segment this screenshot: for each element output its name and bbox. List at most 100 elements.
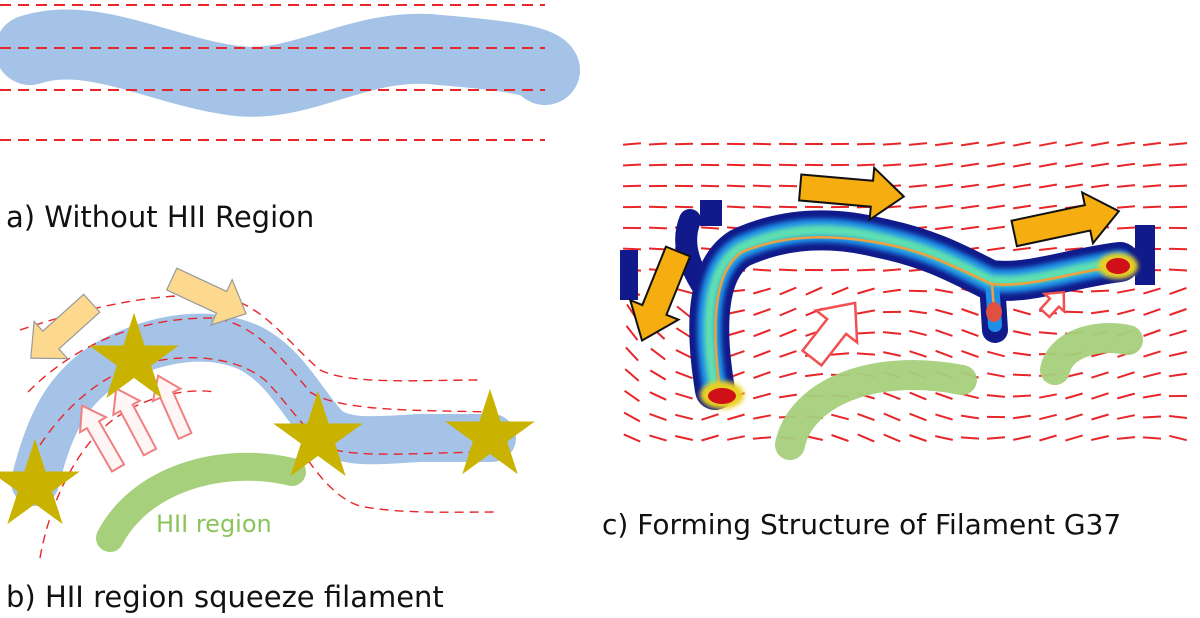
polarization-vector	[727, 329, 745, 337]
polarization-vector	[1142, 184, 1162, 188]
polarization-vector	[1143, 329, 1161, 337]
polarization-vector	[987, 372, 1005, 378]
polarization-vector	[622, 184, 642, 188]
polarization-vector	[934, 288, 954, 294]
polarization-vector	[1142, 205, 1162, 209]
polarization-vector	[1116, 205, 1136, 209]
polarization-vector	[727, 413, 745, 421]
polarization-vector	[986, 225, 1006, 231]
polarization-vector	[935, 308, 953, 316]
polarization-vector	[1038, 204, 1058, 210]
polarization-vector	[1012, 330, 1032, 336]
polarization-vector	[1168, 247, 1188, 251]
polarization-vector	[622, 142, 642, 146]
filament-band	[0, 9, 580, 117]
polarization-vector	[1142, 141, 1162, 147]
flow-arrow-icon	[165, 267, 247, 326]
field-line	[299, 447, 496, 513]
intensity-patch	[1135, 225, 1155, 285]
polarization-vector	[909, 412, 927, 422]
polarization-vector	[650, 347, 666, 361]
polarization-vector	[1038, 183, 1058, 189]
polarization-vector	[1065, 434, 1083, 442]
pressure-arrows	[78, 374, 193, 473]
polarization-vector	[856, 163, 876, 167]
polarization-vector	[779, 328, 797, 338]
panel-c-caption: c) Forming Structure of Filament G37	[602, 508, 1122, 541]
polarization-vector	[1012, 246, 1032, 252]
pressure-arrow-icon	[1038, 290, 1066, 319]
polarization-vector	[1168, 351, 1188, 357]
polarization-vector	[908, 309, 928, 315]
polarization-vector	[1168, 372, 1188, 378]
polarization-vector	[1116, 226, 1136, 230]
polarization-vector	[675, 413, 693, 421]
polarization-vector	[1143, 308, 1161, 316]
polarization-vector	[700, 184, 720, 188]
polarization-vector	[831, 413, 849, 421]
polarization-vector	[1090, 435, 1110, 441]
polarization-vector	[1168, 268, 1188, 272]
star-icon	[0, 438, 80, 525]
polarization-vector	[882, 288, 902, 294]
polarization-vector	[700, 226, 720, 230]
polarization-vector	[804, 372, 824, 378]
magnetic-field-lines	[0, 4, 545, 141]
star-icon	[445, 388, 535, 475]
polarization-vector	[1091, 392, 1109, 400]
polarization-vector	[675, 392, 693, 400]
field-line	[39, 357, 496, 455]
polarization-vector	[1142, 436, 1162, 440]
polarization-vector	[1091, 371, 1109, 379]
polarization-vector	[675, 287, 693, 295]
hii-region-label: HII region	[156, 510, 272, 538]
polarization-vector	[778, 205, 798, 209]
polarization-vector	[701, 434, 719, 442]
polarization-vector	[934, 141, 954, 147]
polarization-vector	[934, 162, 954, 168]
panel-b-caption: b) HII region squeeze filament	[6, 580, 444, 614]
polarization-vector	[856, 268, 876, 272]
polarization-vector	[753, 392, 771, 400]
polarization-vector	[883, 433, 901, 443]
polarization-vector	[1012, 351, 1032, 357]
polarization-vector	[623, 411, 641, 423]
star-icon	[89, 312, 179, 399]
polarization-vector	[753, 414, 771, 420]
polarization-vector	[674, 435, 694, 441]
polarization-vector	[857, 287, 875, 295]
intensity-inner	[703, 224, 1126, 396]
clump-east-core	[1106, 258, 1130, 274]
polarization-vector	[752, 184, 772, 188]
polarization-vector	[622, 247, 642, 251]
polarization-vector	[752, 268, 772, 272]
polarization-vector	[1142, 393, 1162, 399]
panel-a-caption: a) Without HII Region	[6, 200, 315, 234]
polarization-vector	[1013, 308, 1031, 316]
hii-region	[1040, 323, 1143, 385]
polarization-vector	[649, 434, 667, 442]
polarization-vector	[726, 309, 746, 315]
polarization-vector	[909, 391, 927, 401]
polarization-vector	[986, 246, 1006, 252]
polarization-vector	[649, 369, 667, 381]
polarization-vector	[960, 162, 980, 168]
polarization-vector	[1169, 308, 1187, 316]
pressure-arrow-icon	[800, 301, 859, 368]
field-line	[27, 317, 491, 413]
polarization-vector	[1168, 142, 1188, 146]
squeezed-filament	[11, 313, 516, 506]
polarization-vector	[1012, 204, 1032, 210]
polarization-vector	[1013, 141, 1031, 147]
flow-arrow-icon	[1010, 190, 1121, 248]
polarization-vector	[778, 184, 798, 188]
polarization-vector	[1090, 141, 1110, 147]
polarization-vector	[624, 389, 640, 403]
polarization-vector	[1142, 163, 1162, 167]
polarization-vector	[1064, 247, 1084, 251]
polarization-vector	[753, 371, 771, 379]
polarization-vector	[935, 329, 953, 337]
polarization-vector	[752, 205, 772, 209]
polarization-vector	[1117, 392, 1135, 400]
